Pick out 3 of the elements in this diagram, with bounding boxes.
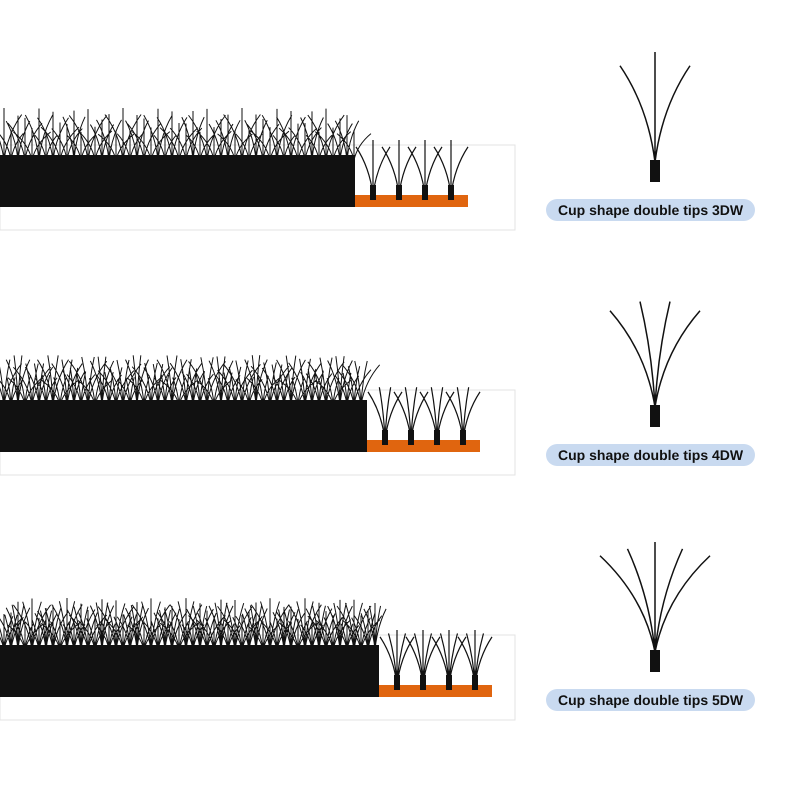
product-caption: Cup shape double tips 3DW [546, 199, 756, 221]
product-caption: Cup shape double tips 5DW [546, 689, 756, 711]
product-caption: Cup shape double tips 4DW [546, 444, 756, 466]
